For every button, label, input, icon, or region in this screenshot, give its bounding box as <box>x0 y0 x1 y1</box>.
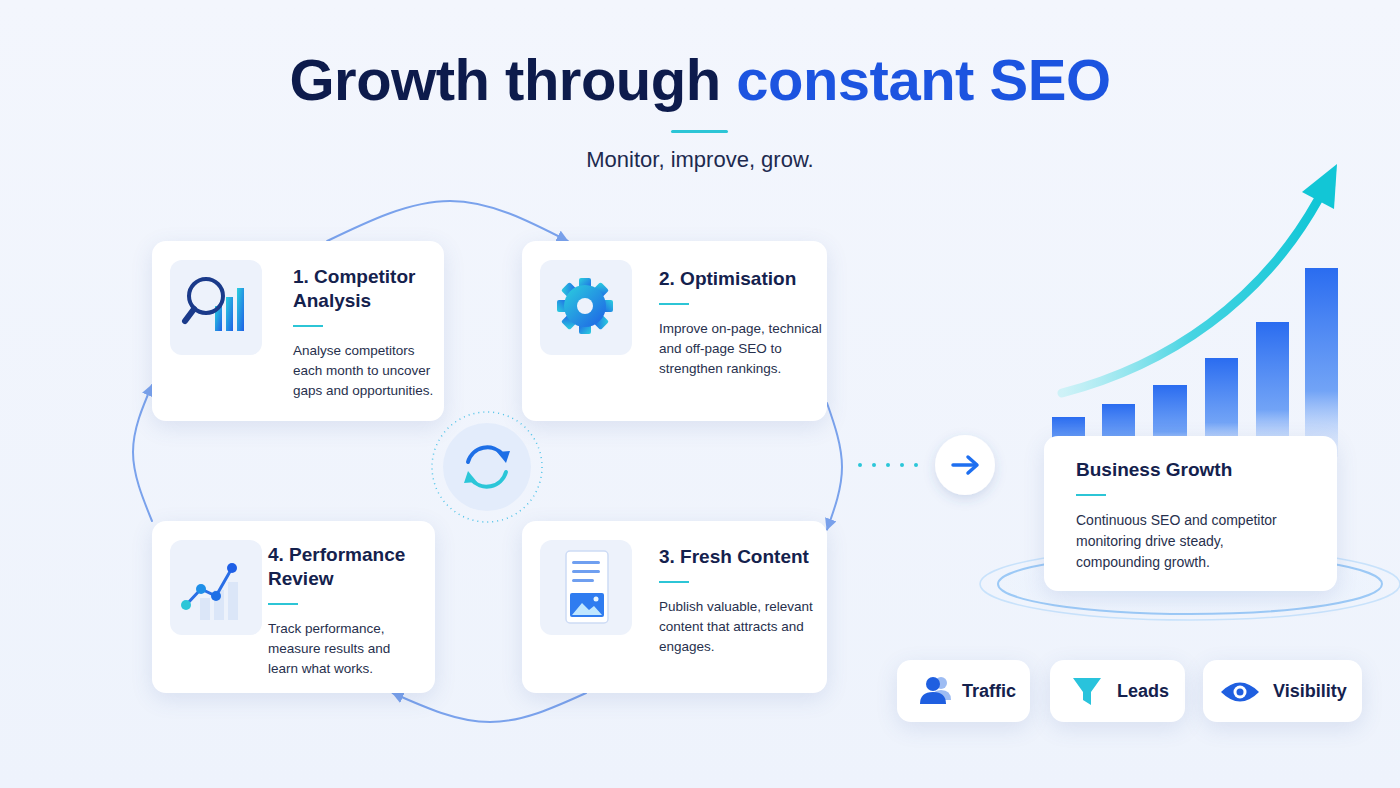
node-content: 2. OptimisationImprove on-page, technica… <box>522 241 827 379</box>
arrow-button-shaft <box>953 463 976 467</box>
metric-pill: Traffic <box>897 660 1030 722</box>
cycle-arrow <box>327 201 568 241</box>
metric-label: Visibility <box>1273 681 1347 702</box>
cycle-arrow <box>471 472 506 487</box>
cycle-arrow <box>827 403 842 530</box>
node-content: Business GrowthContinuous SEO and compet… <box>1044 436 1337 573</box>
node-body: Analyse competitors each month to uncove… <box>293 341 443 401</box>
node-body: Continuous SEO and competitor monitoring… <box>1076 510 1308 573</box>
node-heading: 3. Fresh Content <box>659 545 824 583</box>
node-heading: 1. Competitor Analysis <box>293 265 443 327</box>
cycle-ring <box>432 412 542 522</box>
growth-bar <box>1305 268 1338 457</box>
node-body: Track performance, measure results and l… <box>268 619 408 679</box>
flow-dot <box>858 463 862 467</box>
node-heading: 4. Performance Review <box>268 543 425 605</box>
metric-label: Leads <box>1117 681 1169 702</box>
node-content: Leads <box>1050 660 1185 722</box>
process-card: 3. Fresh ContentPublish valuable, releva… <box>522 521 827 693</box>
metric-pill: Leads <box>1050 660 1185 722</box>
cycle-badge <box>443 423 531 511</box>
arrow-button <box>935 435 995 495</box>
process-card: 2. OptimisationImprove on-page, technica… <box>522 241 827 421</box>
node-body: Improve on-page, technical and off-page … <box>659 319 829 379</box>
cycle-arrow-head <box>497 451 510 463</box>
subtitle: Monitor, improve, grow. <box>0 146 1400 174</box>
flow-dot <box>914 463 918 467</box>
node-body: Publish valuable, relevant content that … <box>659 597 822 657</box>
title-accent <box>671 130 728 133</box>
node-heading: Business Growth <box>1076 458 1316 496</box>
cycle-arrow-head <box>464 471 477 483</box>
node-content: 4. Performance ReviewTrack performance, … <box>152 521 435 679</box>
growth-arrow-head <box>1302 164 1337 209</box>
node-content: Traffic <box>897 660 1030 722</box>
node-heading: 2. Optimisation <box>659 267 824 305</box>
flow-dot <box>900 463 904 467</box>
metric-pill: Visibility <box>1203 660 1362 722</box>
metric-label: Traffic <box>962 681 1016 702</box>
cycle-arrow <box>393 693 587 722</box>
node-content: Visibility <box>1203 660 1362 722</box>
cycle-arrow <box>468 447 503 462</box>
process-card: 1. Competitor AnalysisAnalyse competitor… <box>152 241 444 421</box>
flow-dot <box>872 463 876 467</box>
cycle-arrow <box>133 385 152 521</box>
result-card: Business GrowthContinuous SEO and compet… <box>1044 436 1337 591</box>
flow-dot <box>886 463 890 467</box>
node-content: 3. Fresh ContentPublish valuable, releva… <box>522 521 827 657</box>
diagram-title: Growth through constant SEO <box>289 45 1110 115</box>
arrow-button-head <box>968 457 977 473</box>
title-row: Growth through constant SEO <box>0 45 1400 115</box>
growth-arrow <box>1062 200 1318 393</box>
node-content: 1. Competitor AnalysisAnalyse competitor… <box>152 241 444 401</box>
process-card: 4. Performance ReviewTrack performance, … <box>152 521 435 693</box>
